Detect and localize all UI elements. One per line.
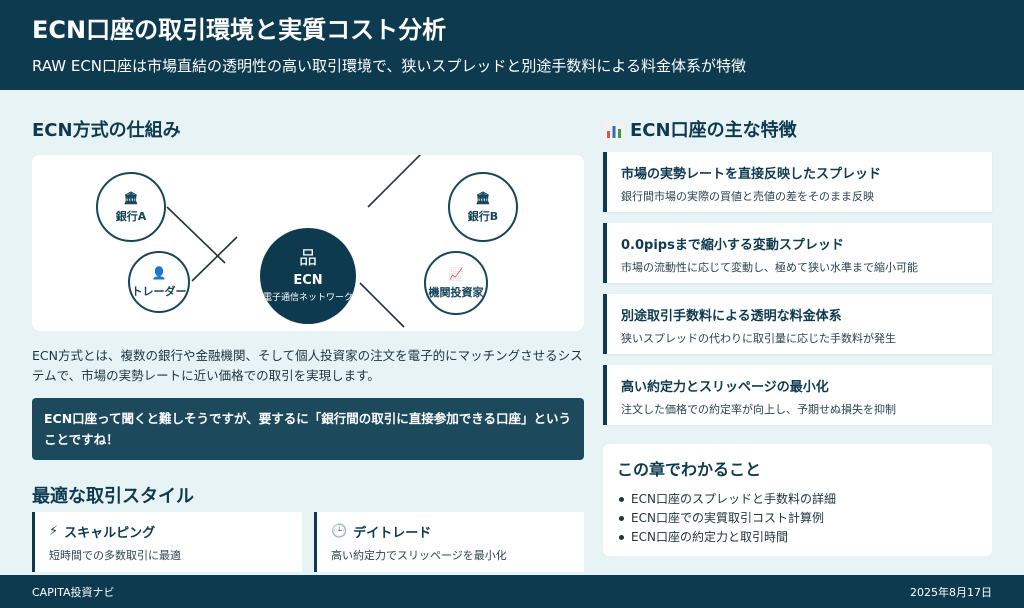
ecn-hub-subtitle: 電子通信ネットワーク [262, 293, 353, 303]
node-institution: 📈 機関投資家 [424, 251, 488, 315]
summary-list: ECN口座のスプレッドと手数料の詳細 ECN口座での実質取引コスト計算例 ECN… [617, 490, 978, 547]
features-title-text: ECN口座の主な特徴 [630, 120, 797, 141]
page-footer: CAPITA投資ナビ 2025年8月17日 [0, 575, 1024, 608]
chart-line-icon: 📈 [448, 266, 464, 281]
feature-card: 市場の実勢レートを直接反映したスプレッド 銀行間市場の実際の買値と売値の差をその… [603, 152, 992, 212]
callout-box: ECN口座って聞くと難しそうですが、要するに「銀行間の取引に直接参加できる口座」… [32, 398, 584, 460]
ecn-hub: 品 ECN 電子通信ネットワーク [260, 228, 356, 324]
feature-card-title: 0.0pipsまで縮小する変動スプレッド [621, 238, 844, 253]
style-card-desc: 短時間での多数取引に最適 [49, 549, 181, 562]
diagram-connectors [166, 155, 422, 328]
style-card-desc: 高い約定力でスリッページを最小化 [331, 549, 507, 562]
mechanism-description: ECN方式とは、複数の銀行や金融機関、そして個人投資家の注文を電子的にマッチング… [32, 348, 583, 383]
node-bank-a: 🏛 銀行A [96, 172, 166, 242]
lightning-icon: ⚡ [49, 524, 59, 539]
ecn-hub-title: ECN [293, 273, 323, 288]
ecn-diagram: 🏛 銀行A 🏛 銀行B 👤 トレーダー 📈 機関投資家 品 ECN 電子通信ネッ… [32, 155, 584, 331]
node-institution-label: 機関投資家 [428, 285, 484, 299]
node-bank-b-label: 銀行B [467, 209, 499, 223]
page-subtitle: RAW ECN口座は市場直結の透明性の高い取引環境で、狭いスプレッドと別途手数料… [32, 57, 746, 75]
connector-bottom [359, 282, 405, 328]
user-icon: 👤 [151, 265, 167, 280]
node-bank-b: 🏛 銀行B [448, 172, 518, 242]
style-card-title: デイトレード [353, 526, 432, 541]
connector-trader [191, 236, 238, 282]
feature-card: 高い約定力とスリッページの最小化 注文した価格での約定率が向上し、予期せぬ損失を… [603, 365, 992, 425]
feature-card-desc: 市場の流動性に応じて変動し、極めて狭い水準まで縮小可能 [621, 261, 918, 274]
footer-brand: CAPITA投資ナビ [32, 585, 115, 599]
trading-styles-title: 最適な取引スタイル [32, 486, 194, 507]
bank-icon: 🏛 [475, 190, 491, 205]
summary-title: この章でわかること [617, 460, 762, 479]
style-card-daytrade: 🕒 デイトレード 高い約定力でスリッページを最小化 [314, 512, 584, 572]
list-item: ECN口座での実質取引コスト計算例 [617, 509, 978, 528]
node-trader-label: トレーダー [131, 284, 187, 298]
feature-card-desc: 狭いスプレッドの代わりに取引量に応じた手数料が発生 [621, 332, 896, 345]
feature-card-title: 高い約定力とスリッページの最小化 [621, 380, 829, 395]
feature-card-desc: 注文した価格での約定率が向上し、予期せぬ損失を抑制 [621, 403, 896, 416]
network-icon: 品 [299, 248, 317, 269]
node-trader: 👤 トレーダー [128, 251, 190, 313]
bank-icon: 🏛 [123, 190, 139, 205]
page-header: ECN口座の取引環境と実質コスト分析 RAW ECN口座は市場直結の透明性の高い… [0, 0, 1024, 90]
feature-card: 0.0pipsまで縮小する変動スプレッド 市場の流動性に応じて変動し、極めて狭い… [603, 223, 992, 283]
feature-card-desc: 銀行間市場の実際の買値と売値の差をそのまま反映 [621, 190, 874, 203]
bar-chart-icon [604, 121, 624, 141]
page-title: ECN口座の取引環境と実質コスト分析 [32, 16, 447, 44]
style-card-title: スキャルピング [64, 526, 156, 541]
list-item: ECN口座の約定力と取引時間 [617, 528, 978, 547]
node-bank-a-label: 銀行A [115, 209, 147, 223]
feature-card-title: 別途取引手数料による透明な料金体系 [621, 309, 842, 324]
features-title: ECN口座の主な特徴 [604, 116, 797, 142]
chapter-summary: この章でわかること ECN口座のスプレッドと手数料の詳細 ECN口座での実質取引… [603, 444, 992, 556]
mechanism-title: ECN方式の仕組み [32, 120, 181, 141]
connector-bank-a [166, 206, 226, 264]
list-item: ECN口座のスプレッドと手数料の詳細 [617, 490, 978, 509]
style-card-scalping: ⚡ スキャルピング 短時間での多数取引に最適 [32, 512, 302, 572]
feature-card-title: 市場の実勢レートを直接反映したスプレッド [621, 167, 882, 182]
footer-date: 2025年8月17日 [910, 585, 992, 599]
clock-icon: 🕒 [331, 524, 348, 539]
connector-top [367, 155, 422, 208]
feature-card: 別途取引手数料による透明な料金体系 狭いスプレッドの代わりに取引量に応じた手数料… [603, 294, 992, 354]
